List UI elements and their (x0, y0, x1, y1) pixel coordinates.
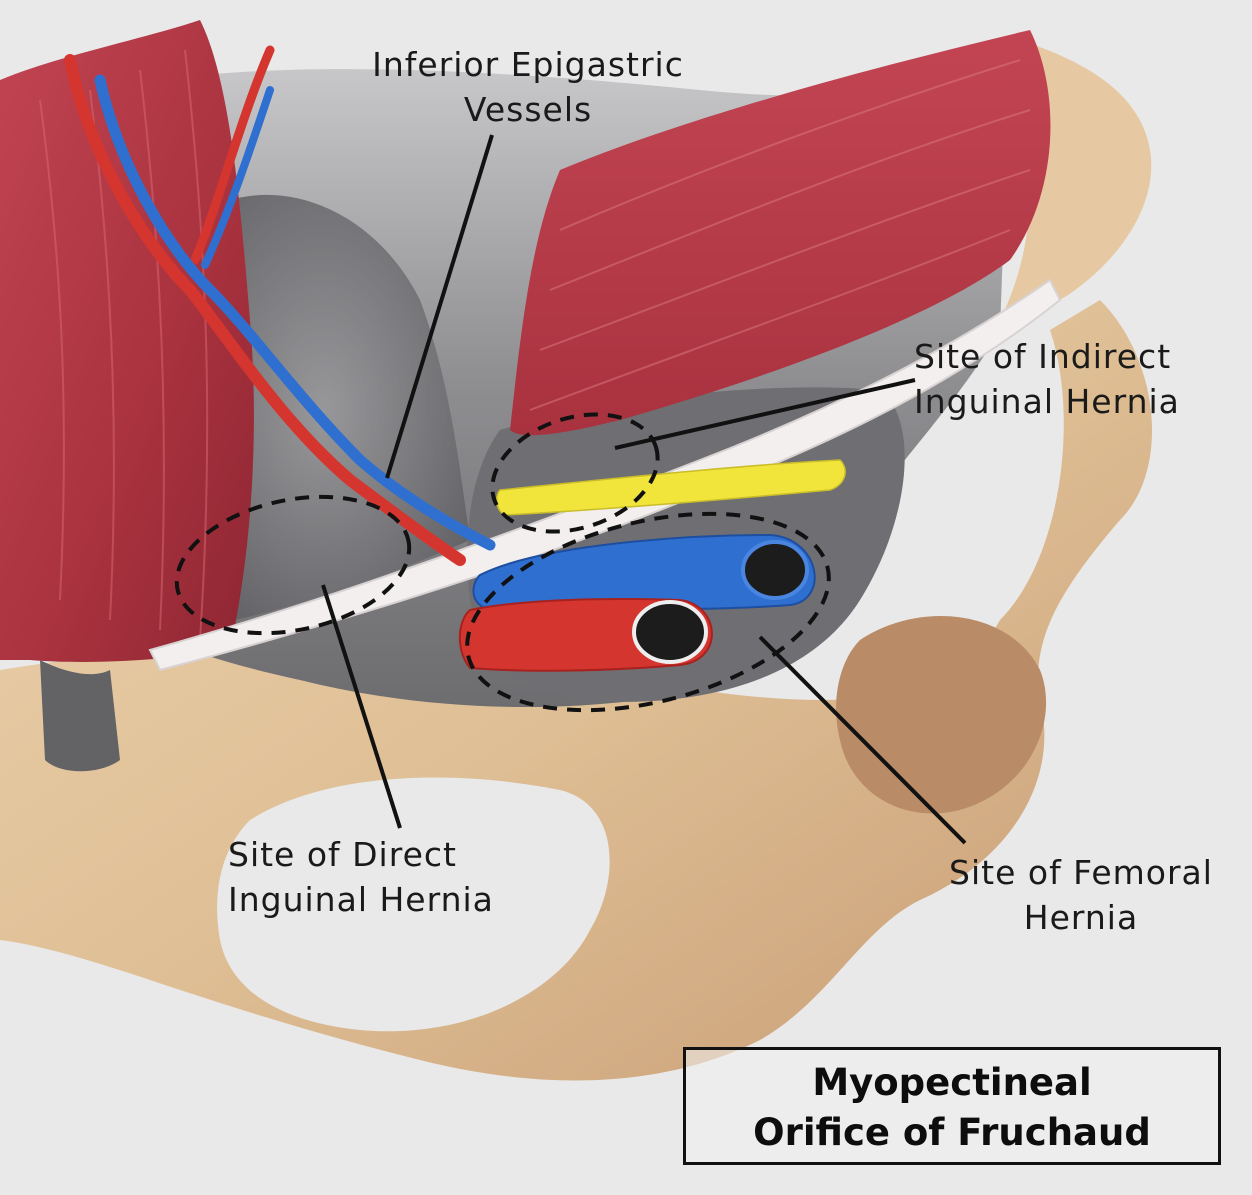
indirect-label-line-1: Site of Indirect (914, 337, 1172, 376)
femoral-label-line-1: Site of Femoral (949, 853, 1213, 892)
rectus-fibers (39, 49, 209, 641)
figure-title-box: Myopectineal Orifice of Fruchaud (683, 1047, 1221, 1165)
rectus-tendon (40, 660, 120, 772)
epigastric-leader-line (385, 134, 494, 479)
rectus-abdominis-muscle (0, 20, 254, 662)
figure-title-line-1: Myopectineal (812, 1061, 1092, 1104)
direct-hernia-site-outline (174, 494, 412, 636)
femoral-artery-lumen (632, 600, 708, 664)
femoral-vein-lumen (741, 540, 809, 600)
epigastric-label-line-1: Inferior Epigastric (372, 45, 684, 84)
epigastric-artery (64, 54, 466, 566)
epigastric-vessels-label: Inferior Epigastric Vessels (336, 42, 720, 132)
epigastric-vein-branch (201, 86, 274, 269)
epigastric-artery-branch (190, 45, 275, 265)
epigastric-vein (94, 74, 496, 551)
indirect-leader-line (614, 378, 916, 450)
direct-leader-line (321, 584, 402, 829)
obturator-foramen (217, 777, 610, 1032)
direct-label-line-2: Inguinal Hernia (228, 880, 494, 919)
femoral-hernia-label: Site of Femoral Hernia (916, 850, 1246, 940)
femoral-label-line-2: Hernia (1023, 898, 1139, 937)
indirect-hernia-site-outline (490, 412, 660, 534)
indirect-hernia-label: Site of Indirect Inguinal Hernia (914, 334, 1180, 424)
figure-title-line-2: Orifice of Fruchaud (753, 1111, 1151, 1154)
internal-oblique-muscle (510, 30, 1051, 436)
direct-hernia-label: Site of Direct Inguinal Hernia (228, 832, 494, 922)
femoral-leader-line (758, 635, 967, 845)
direct-label-line-1: Site of Direct (228, 835, 457, 874)
indirect-label-line-2: Inguinal Hernia (914, 382, 1180, 421)
oblique-fibers (529, 59, 1031, 411)
epigastric-label-line-2: Vessels (463, 90, 593, 129)
femoral-hernia-site-outline (465, 511, 831, 713)
